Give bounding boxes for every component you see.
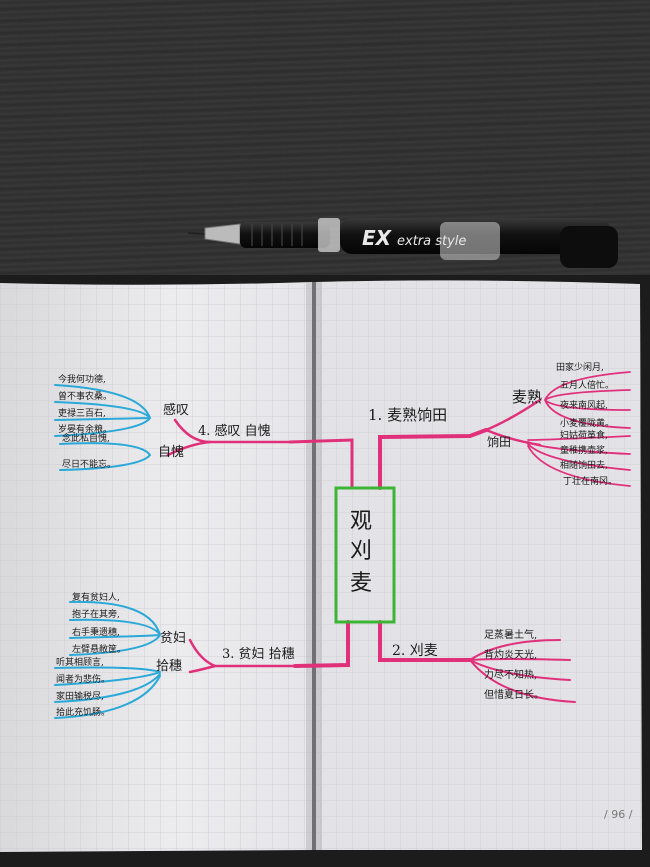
b3-sub1: 贫妇 bbox=[160, 630, 186, 646]
b3-sub2-item-1: 听其相顾言, bbox=[56, 656, 104, 668]
center-box bbox=[334, 486, 396, 624]
b3-sub2-item-4: 拾此充饥肠。 bbox=[56, 706, 110, 718]
center-char-1: 观 bbox=[350, 509, 372, 534]
page-gutter bbox=[306, 282, 322, 850]
mind-map bbox=[54, 371, 631, 719]
branch-titles: 1. 麦熟饷田 2. 刈麦 3. 贫妇 拾穗 4. 感叹 自愧 麦熟 饷田 感叹… bbox=[156, 388, 542, 674]
b4-sub1-item-1: 今我何功德, bbox=[58, 373, 106, 385]
b4-sub1-item-3: 吏禄三百石, bbox=[58, 407, 106, 419]
center-title: 观 刈 麦 bbox=[350, 509, 372, 596]
b1-sub2: 饷田 bbox=[487, 434, 511, 449]
b2-item-2: 背灼炎天光, bbox=[484, 648, 537, 661]
b2-item-4: 但惜夏日长。 bbox=[484, 688, 544, 701]
page-number: / 96 / bbox=[604, 808, 633, 821]
b1-sub1-item-3: 夜来南风起, bbox=[560, 399, 608, 411]
b4-sub1-item-4: 岁晏有余粮。 bbox=[58, 423, 112, 435]
b2-item-3: 力尽不知热, bbox=[484, 668, 537, 681]
b2-item-1: 足蒸暑土气, bbox=[484, 628, 537, 641]
b1-sub2-item-2: 童稚携壶浆, bbox=[560, 444, 608, 456]
pen: EX extra style bbox=[187, 218, 618, 268]
b3-sub2-item-3: 家田输税尽, bbox=[56, 690, 104, 702]
branch-3-title: 3. 贫妇 拾穗 bbox=[222, 646, 295, 662]
b1-sub1: 麦熟 bbox=[512, 388, 542, 406]
b3-sub1-item-4: 左臂悬敝筐。 bbox=[72, 643, 126, 655]
b4-sub2: 自愧 bbox=[158, 444, 184, 460]
pen-brand: EX bbox=[362, 226, 393, 250]
b1-sub2-item-3: 相随饷田去, bbox=[560, 459, 608, 471]
branch-4-title: 4. 感叹 自愧 bbox=[198, 423, 271, 439]
b3-sub1-item-2: 抱子在其旁, bbox=[72, 608, 120, 620]
b4-sub2-item-1: 念此私自愧, bbox=[62, 432, 110, 444]
b1-sub2-item-4: 丁壮在南冈。 bbox=[563, 475, 617, 487]
b1-sub2-item-1: 妇姑荷箪食, bbox=[560, 429, 608, 441]
leaf-items: 田家少闲月, 五月人倍忙。 夜来南风起, 小麦覆陇黄。 妇姑荷箪食, 童稚携壶浆… bbox=[56, 361, 617, 718]
b4-sub1-item-2: 曾不事农桑。 bbox=[58, 390, 112, 402]
b1-sub1-item-1: 田家少闲月, bbox=[556, 361, 604, 373]
branch-1-title: 1. 麦熟饷田 bbox=[368, 406, 447, 424]
b4-sub1: 感叹 bbox=[163, 402, 189, 418]
center-char-3: 麦 bbox=[350, 571, 372, 596]
b3-sub1-item-3: 右手秉遗穗, bbox=[72, 626, 120, 638]
b3-sub2-item-2: 闻者为悲伤。 bbox=[56, 673, 110, 685]
center-char-2: 刈 bbox=[350, 539, 372, 564]
pen-model: extra style bbox=[397, 234, 466, 249]
b1-sub1-item-4: 小麦覆陇黄。 bbox=[560, 417, 614, 429]
branch-2-title: 2. 刈麦 bbox=[392, 643, 438, 659]
b3-sub1-item-1: 复有贫妇人, bbox=[72, 591, 120, 603]
notebook-pages: / 96 / bbox=[0, 280, 642, 852]
b3-sub2: 拾穗 bbox=[156, 659, 182, 674]
b1-sub1-item-2: 五月人倍忙。 bbox=[560, 379, 614, 391]
b4-sub2-item-2: 尽日不能忘。 bbox=[62, 458, 116, 470]
